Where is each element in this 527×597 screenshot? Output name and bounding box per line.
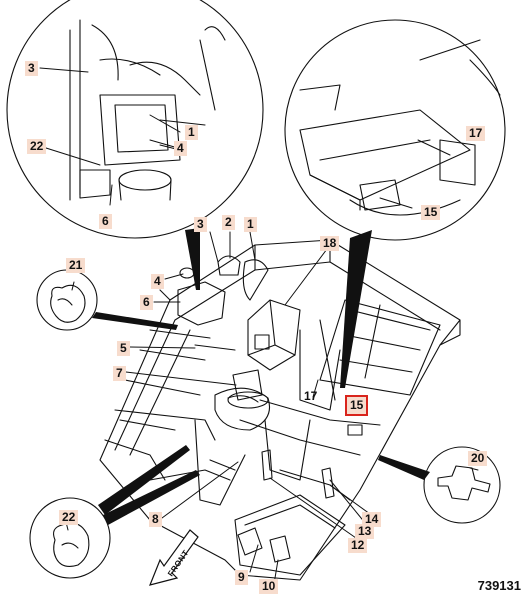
callout-1-detail: 1 [185,125,198,140]
callout-6-detail: 6 [99,214,112,229]
bracket-item-7 [232,369,263,401]
callout-4-detail: 4 [174,141,187,156]
callout-12: 12 [348,538,368,553]
callout-4: 4 [151,274,164,289]
callout-13: 13 [355,524,375,539]
callout-3: 3 [194,217,207,232]
callout-14: 14 [362,512,382,527]
coupling-item-9 [237,527,263,556]
part-item-2 [217,255,241,276]
swivel-item-7 [227,391,269,409]
callout-2: 2 [222,215,235,230]
callout-21: 21 [66,258,86,273]
coupling-item-10 [269,535,291,563]
detail-circle-top-right [284,19,506,241]
callout-7: 7 [113,366,126,381]
figure-id: 739131 [477,578,521,593]
control-box-unit [247,299,301,371]
pipe-item-5 [194,344,236,351]
callout-15-highlighted: 15 [344,395,369,416]
callout-8: 8 [149,512,162,527]
front-arrow [149,529,199,586]
callout-3-detail: 3 [25,61,38,76]
detail-circle-top-left [6,0,264,239]
detail-circle-21 [36,269,98,331]
callout-5: 5 [117,341,130,356]
detail-wedges [92,228,430,525]
detail-circle-22-bottom [29,497,111,579]
callout-1: 1 [244,217,257,232]
callout-6: 6 [140,295,153,310]
leader-lines [39,67,479,585]
clamp-item-1 [242,259,269,301]
main-chassis-frame [99,239,461,581]
connector-item-12 [261,449,273,481]
callout-20: 20 [468,451,488,466]
box-item-15-chassis [347,424,363,436]
callout-15-detail: 15 [421,205,441,220]
callout-9: 9 [235,570,248,585]
detail-circle-20 [423,446,501,524]
callout-18: 18 [320,236,340,251]
callout-22-detail: 22 [27,139,47,154]
cap-item-4 [179,267,195,279]
connector-item-13 [321,467,335,499]
small-box-item-6 [177,281,226,326]
callout-17-detail: 17 [466,126,486,141]
callout-17-plain: 17 [304,389,318,403]
callout-22: 22 [59,510,79,525]
callout-10: 10 [259,579,279,594]
